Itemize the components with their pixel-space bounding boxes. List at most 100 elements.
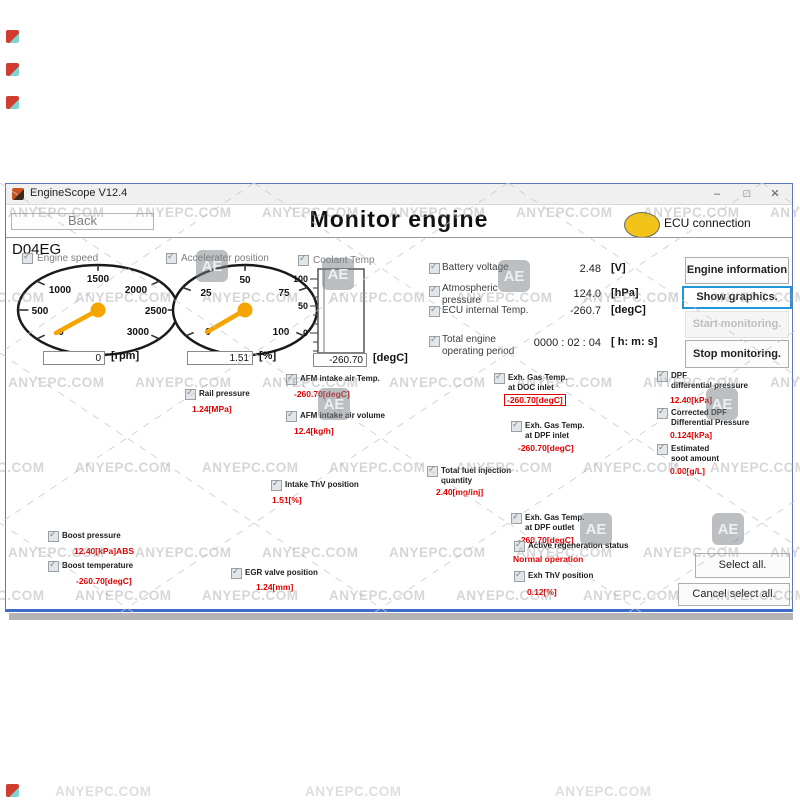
gauge-tick: 25 <box>200 288 212 299</box>
sensor-value: 12.40[kPa] <box>670 395 713 405</box>
checkbox[interactable] <box>657 406 668 419</box>
sensor-label: Estimated soot amount <box>671 444 719 464</box>
sensor-value: 1.51[%] <box>272 495 302 505</box>
checkbox[interactable] <box>494 371 505 384</box>
checkbox[interactable] <box>429 284 440 297</box>
sensor-value: -260.70[degC] <box>504 394 566 406</box>
watermark-text: ANYEPC.COM <box>555 784 652 799</box>
sensor-label: Exh. Gas Temp. at DOC inlet <box>508 373 568 393</box>
window-shadow <box>9 613 793 620</box>
gauge-tick: 1000 <box>49 285 72 296</box>
gauge-tick: 2000 <box>125 285 148 296</box>
app-icon <box>12 188 24 200</box>
anyepc-logo <box>6 30 19 43</box>
readout-value: -260.7 <box>569 305 601 317</box>
checkbox[interactable] <box>231 566 242 579</box>
sensor-value: 0.00[g/L] <box>670 466 705 476</box>
checkbox[interactable] <box>511 419 522 432</box>
gauge-tick: 100 <box>273 327 290 338</box>
gauge-tick: 3000 <box>127 327 150 338</box>
sensor-value: 1.24[MPa] <box>192 404 232 414</box>
show-graphics-button[interactable]: Show graphics. <box>682 286 792 309</box>
checkbox[interactable] <box>429 334 440 347</box>
readout-label: ECU internal Temp. <box>442 305 529 316</box>
checkbox[interactable] <box>514 539 525 552</box>
readout-unit: [hPa] <box>611 287 639 299</box>
readout-label: Battery voltage <box>442 262 509 273</box>
coolant-gauge: 100 50 0 <box>294 268 365 354</box>
sensor-label: Corrected DPF Differential Pressure <box>671 408 750 428</box>
sensor-label: Boost temperature <box>62 561 134 570</box>
start-monitoring-button[interactable]: Start monitoring. <box>685 311 789 338</box>
checkbox[interactable] <box>286 409 297 422</box>
sensor-value: -260.70[degC] <box>518 443 574 453</box>
gauge-hub <box>237 302 253 318</box>
checkbox[interactable] <box>657 369 668 382</box>
sensor-label: Exh. Gas Temp. at DPF inlet <box>525 421 585 441</box>
sensor-value: -260.70[degC] <box>76 576 132 586</box>
sensor-value: 2.40[mg/inj] <box>436 487 484 497</box>
checkbox[interactable] <box>48 529 59 542</box>
gauge-hub <box>90 302 106 318</box>
ecu-connection-lamp-icon <box>624 212 660 238</box>
window-titlebar: EngineScope V12.4 – □ ✕ <box>6 184 792 205</box>
close-button[interactable]: ✕ <box>770 188 780 200</box>
sensor-value: 0.12[%] <box>527 587 557 597</box>
checkbox[interactable] <box>427 464 438 477</box>
sensor-value: 12.40[kPa]ABS <box>74 546 135 556</box>
gauge-tick: 0 <box>303 328 308 338</box>
checkbox[interactable] <box>514 569 525 582</box>
anyepc-logo <box>6 96 19 109</box>
engine-information-button[interactable]: Engine information <box>685 257 789 284</box>
checkbox[interactable] <box>286 372 297 385</box>
checkbox[interactable] <box>48 559 59 572</box>
sensor-label: EGR valve position <box>245 568 318 577</box>
engine-speed-unit: [rpm] <box>111 350 140 362</box>
coolant-field: -260.70 <box>313 353 367 367</box>
sensor-label: AFM intake air Temp. <box>300 374 380 383</box>
sensor-value: 1.24[mm] <box>256 582 294 592</box>
sensor-value: 12.4[kg/h] <box>294 426 334 436</box>
readout-value: 124.0 <box>573 288 601 300</box>
sensor-value: Normal operation <box>513 554 584 564</box>
stop-monitoring-button[interactable]: Stop monitoring. <box>685 340 789 368</box>
gauge-tick: 100 <box>294 274 308 284</box>
window-title: EngineScope V12.4 <box>30 187 128 199</box>
readout-unit: [degC] <box>611 304 646 316</box>
accelerator-field: 1.51 <box>187 351 253 365</box>
cancel-select-all-button[interactable]: Cancel select all. <box>678 583 790 606</box>
anyepc-logo <box>6 784 19 797</box>
gauge-tick: 75 <box>278 288 290 299</box>
checkbox[interactable] <box>429 304 440 317</box>
sensor-label: AFM intake air volume <box>300 411 385 420</box>
watermark-text: ANYEPC.COM <box>305 784 402 799</box>
accelerator-unit: [%] <box>259 350 277 362</box>
checkbox[interactable] <box>657 442 668 455</box>
select-all-button[interactable]: Select all. <box>695 553 790 578</box>
sensor-value: -260.70[degC] <box>294 389 350 399</box>
gauge-tick: 50 <box>298 301 308 311</box>
readout-label: Atmospheric pressure <box>442 283 498 306</box>
watermark-text: ANYEPC.COM <box>55 784 152 799</box>
sensor-label: Active regeneration status <box>528 541 629 550</box>
sensor-value: 0.124[kPa] <box>670 430 713 440</box>
checkbox[interactable] <box>511 511 522 524</box>
coolant-unit: [degC] <box>373 352 408 364</box>
minimize-button[interactable]: – <box>713 188 721 200</box>
gauge-tick: 50 <box>239 275 251 286</box>
gauge-tick: 1500 <box>87 274 110 285</box>
gauge-tick: 2500 <box>145 306 168 317</box>
checkbox[interactable] <box>185 387 196 400</box>
header-divider <box>6 237 792 238</box>
readout-value: 2.48 <box>579 263 601 275</box>
sensor-label: Total fuel injection quantity <box>441 466 512 486</box>
sensor-label: Intake ThV position <box>285 480 359 489</box>
engine-speed-gauge: 0 500 1000 1500 2000 2500 3000 <box>16 263 180 357</box>
checkbox[interactable] <box>429 261 440 274</box>
maximize-button[interactable]: □ <box>743 188 751 200</box>
sensor-label: Boost pressure <box>62 531 121 540</box>
engine-speed-field: 0 <box>43 351 105 365</box>
checkbox[interactable] <box>271 478 282 491</box>
readout-label: Total engine operating period <box>442 334 515 357</box>
